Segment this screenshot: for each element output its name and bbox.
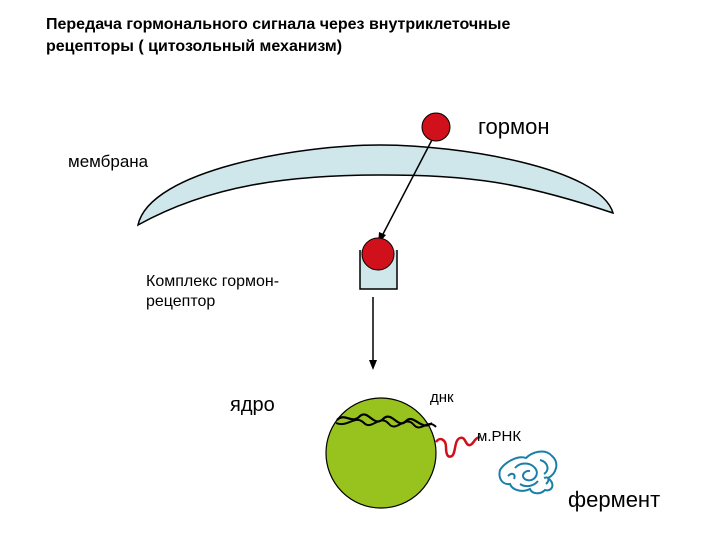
title-line-1: Передача гормонального сигнала через вну… [46, 16, 511, 33]
nucleus-shape [325, 397, 437, 509]
enzyme-label: фермент [568, 487, 661, 512]
title-line-2: рецепторы ( цитозольный механизм) [46, 38, 343, 55]
membrane-shape [136, 144, 615, 227]
hormone-entry-arrow [381, 135, 435, 237]
nucleus-label: ядро [230, 394, 275, 416]
complex-label: Комплекс гормон- рецептор [146, 272, 279, 312]
complex-label-line-2: рецептор [146, 293, 216, 310]
mrna-strand [434, 435, 481, 458]
mrna-label: м.РНК [477, 428, 522, 445]
dna-label: днк [430, 389, 454, 406]
enzyme-scribble [498, 450, 558, 495]
dna-strand-1 [336, 413, 433, 427]
complex-label-line-1: Комплекс гормон- [146, 273, 280, 290]
hormone-label: гормон [478, 114, 550, 139]
bound-hormone-ball [361, 237, 395, 271]
membrane-label: мембрана [68, 152, 149, 171]
complex-to-nucleus-arrowhead [369, 360, 377, 370]
hormone-ball [421, 112, 451, 142]
slide-title: Передача гормонального сигнала через вну… [46, 14, 686, 58]
dna-strand-2 [335, 418, 437, 429]
